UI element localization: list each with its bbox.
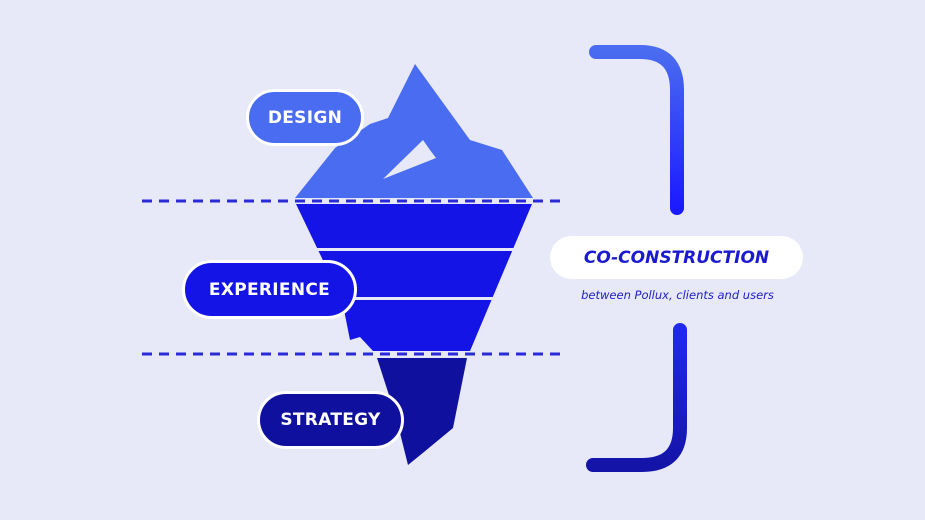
experience-label: EXPERIENCE: [182, 260, 357, 319]
stripe-line: [290, 297, 540, 300]
strategy-label: STRATEGY: [257, 391, 404, 449]
bracket-top: [589, 45, 684, 215]
stripe-line: [290, 248, 540, 251]
iceberg-bottom: [377, 358, 467, 465]
iceberg-crevice: [383, 140, 436, 179]
co-construction-label: CO-CONSTRUCTION: [550, 236, 803, 279]
design-label: DESIGN: [246, 89, 364, 146]
bracket-bottom: [586, 323, 687, 472]
co-construction-subtitle: between Pollux, clients and users: [581, 288, 774, 302]
iceberg-tip: [295, 64, 533, 198]
iceberg-middle: [296, 204, 532, 351]
